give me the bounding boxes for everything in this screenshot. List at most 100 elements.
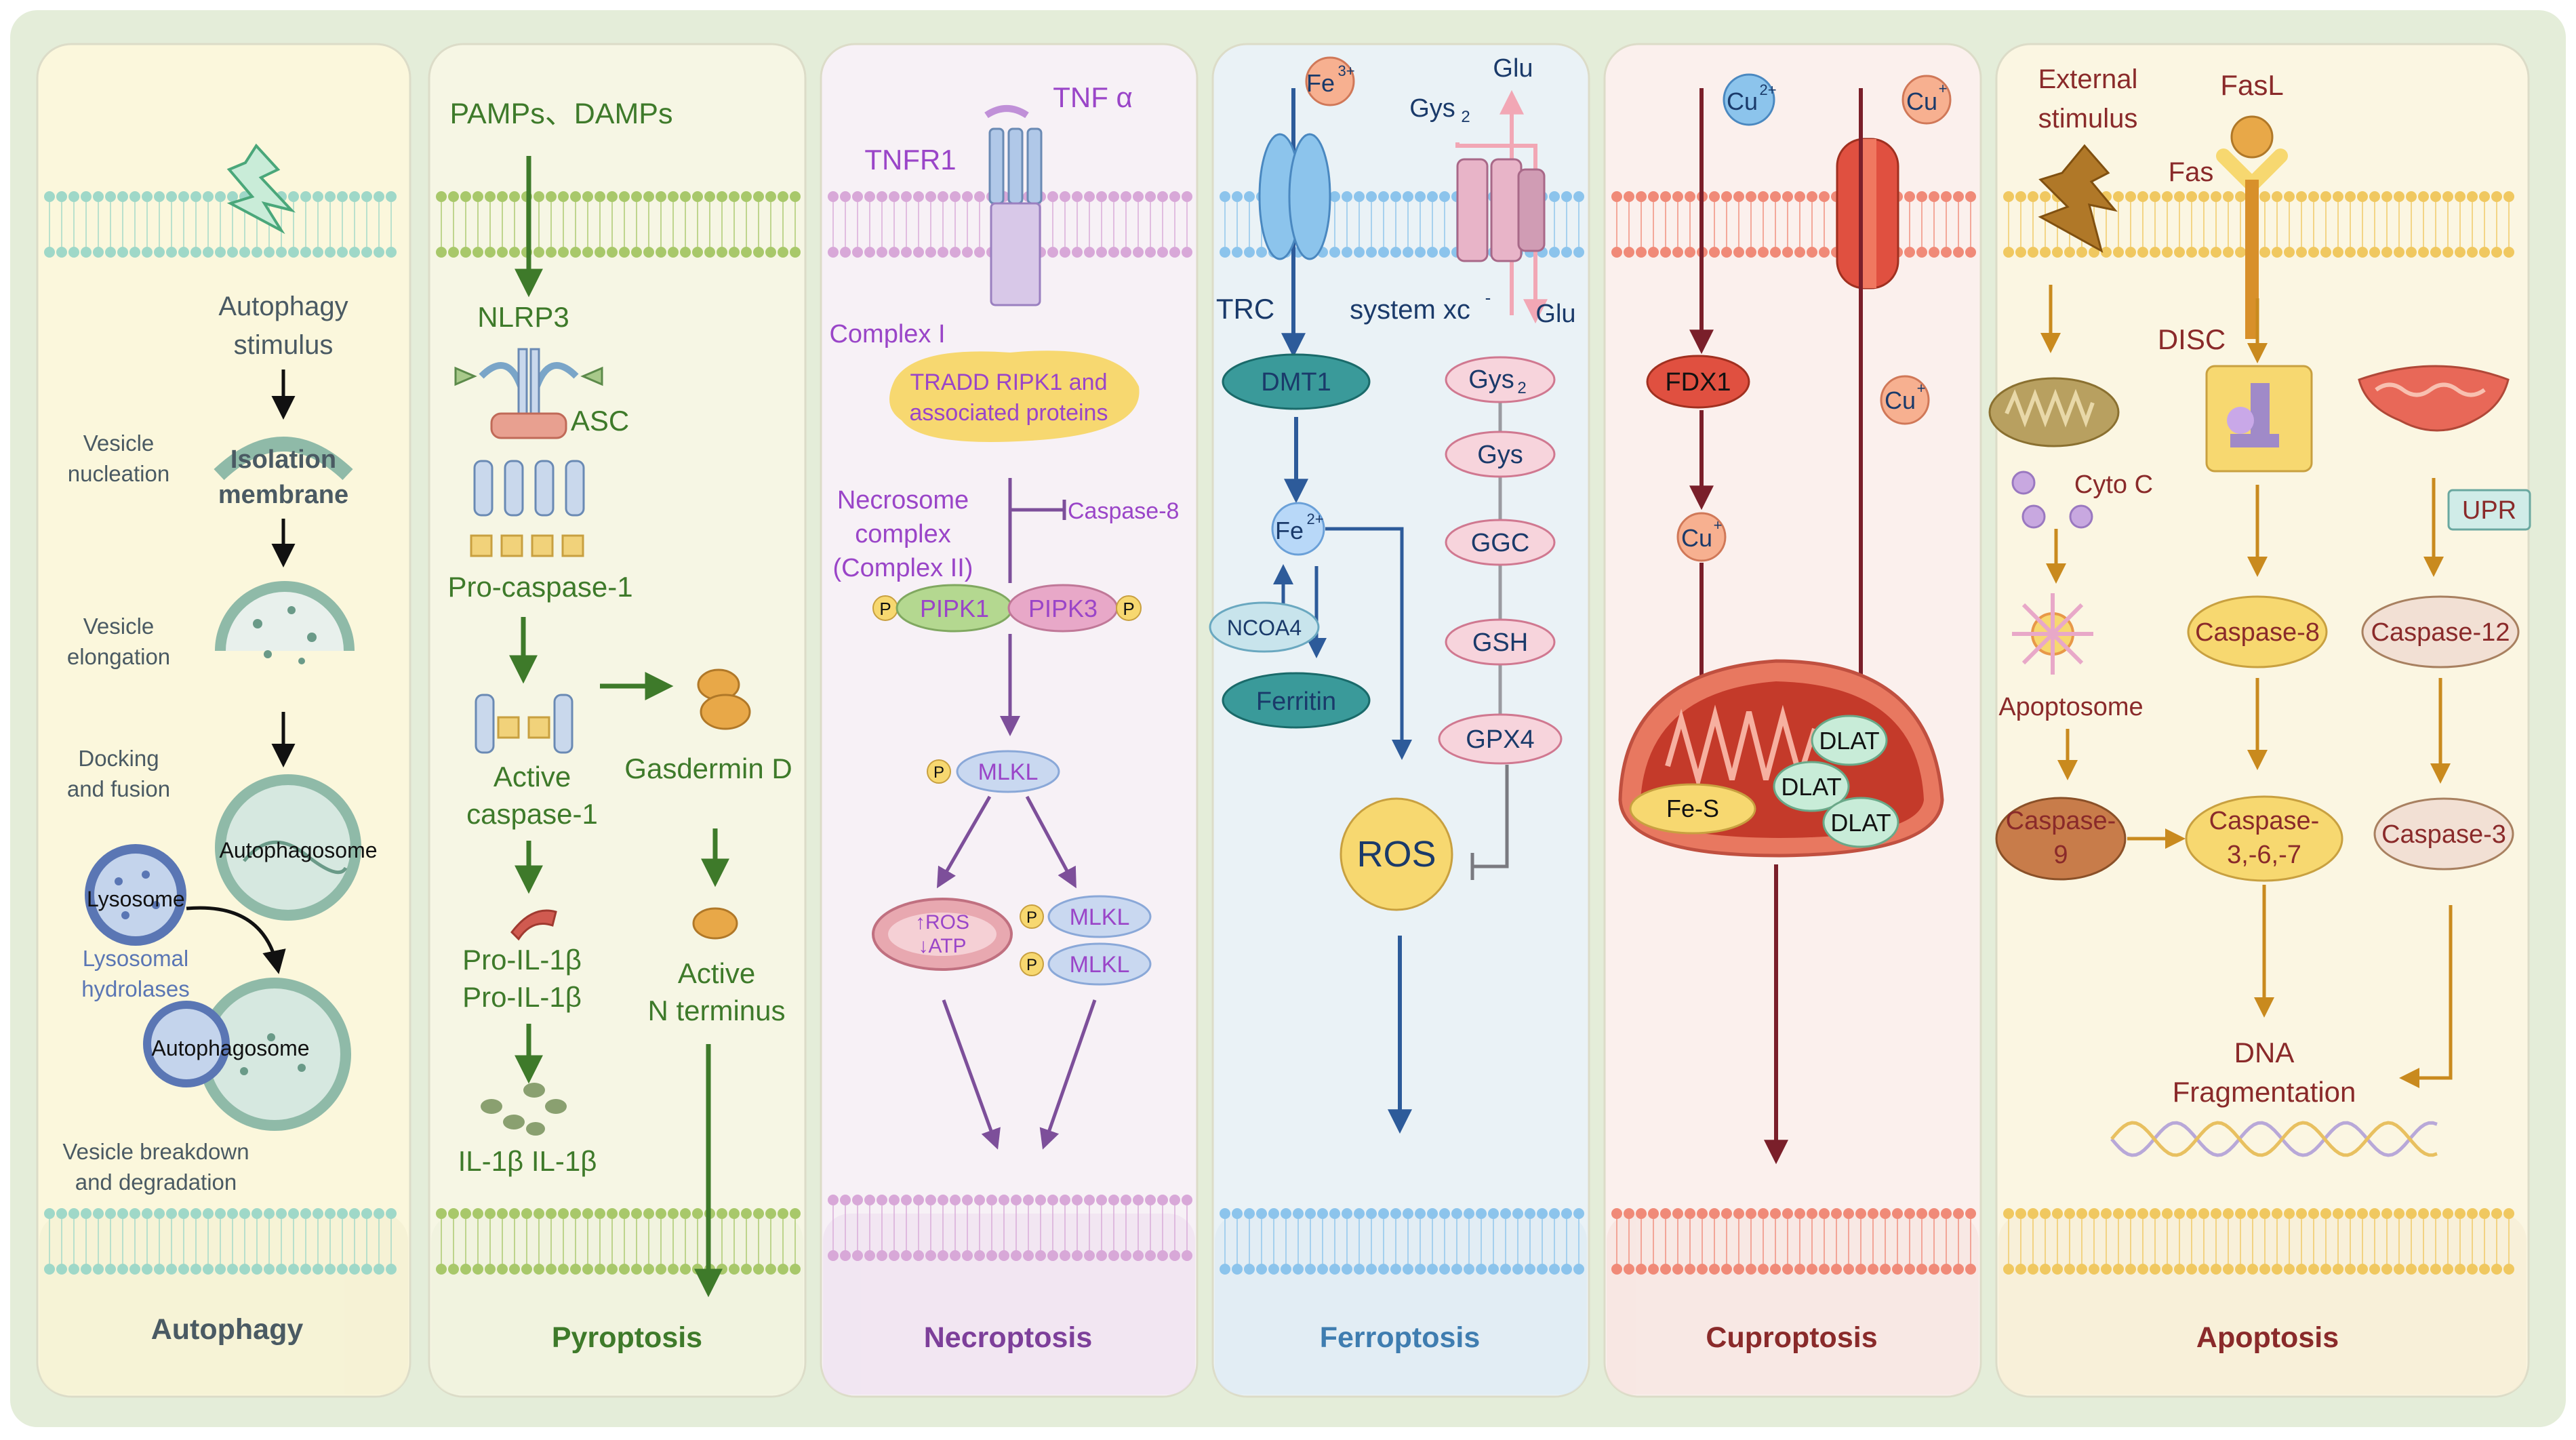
pro-il1b-shape: [510, 909, 557, 941]
ncoa4-shape: [1209, 601, 1320, 653]
fasl-label: FasL: [2220, 69, 2283, 101]
fe3-ion-shape: [1305, 56, 1355, 106]
p-label-1: P: [879, 599, 891, 619]
ros-shape: [1340, 797, 1453, 911]
cu-ion-top-shape: [1901, 75, 1952, 125]
cu-top-sup: +: [1939, 80, 1948, 97]
ncoa4-label: NCOA4: [1227, 616, 1302, 640]
lysosome-shape: [85, 844, 186, 946]
external-stimulus-icon: [2038, 144, 2118, 254]
fe3-base: Fe: [1306, 69, 1335, 97]
asc-label: ASC: [571, 405, 629, 437]
er-shape: [2358, 365, 2510, 432]
gys2-sub: 2: [1517, 379, 1526, 397]
atp-line: ↓ATP: [918, 935, 966, 957]
caspase3-label: Caspase-3: [2381, 820, 2506, 849]
fe2-base: Fe: [1275, 517, 1304, 544]
step-breakdown-line2: and degradation: [75, 1169, 237, 1195]
lipid-bilayer: [1611, 1208, 1976, 1275]
fdx1-label: FDX1: [1665, 368, 1731, 397]
cu-ion-mid-shape: [1880, 375, 1930, 425]
step-elongation-line2: elongation: [67, 644, 170, 669]
cu-ion-low-shape: [1676, 512, 1727, 562]
dlat-label-2: DLAT: [1781, 773, 1841, 801]
autophagosome-shape: [215, 774, 361, 921]
step-elongation-line1: Vesicle: [83, 614, 155, 639]
apoptosome-shape: [2012, 593, 2093, 675]
cu2-ion-shape: [1723, 73, 1775, 126]
caspase8-apo-label: Caspase-8: [2195, 618, 2320, 647]
fes-label: Fe-S: [1666, 795, 1719, 822]
dlat-label-1: DLAT: [1819, 727, 1879, 755]
p-label-5: P: [1026, 956, 1037, 974]
isolation-membrane-line2: membrane: [218, 481, 348, 509]
lysosomal-hydrolases-line2: hydrolases: [81, 976, 190, 1001]
fes-shape: [1629, 783, 1756, 835]
glu-label-top: Glu: [1493, 54, 1533, 83]
dmt1-label: DMT1: [1261, 368, 1331, 397]
upr-label: UPR: [2462, 496, 2516, 525]
lipid-bilayer: [1611, 191, 1976, 258]
dna-line1: DNA: [2234, 1037, 2295, 1068]
caspase12-shape: [2361, 595, 2520, 668]
mitochondrion-apo-shape: [1988, 377, 2120, 447]
ros-line: ↑ROS: [915, 911, 969, 934]
step-docking-line1: Docking: [78, 746, 159, 771]
lysosome-label: Lysosome: [87, 887, 185, 911]
caspase12-label: Caspase-12: [2371, 618, 2510, 647]
nlrp3-label: NLRP3: [477, 301, 569, 333]
necrosome-line3: (Complex II): [833, 554, 973, 582]
upr-box: [2447, 489, 2531, 531]
isolation-membrane-line1: Isolation: [230, 445, 336, 474]
necrosome-line1: Necrosome: [837, 486, 969, 515]
copper-transporter-shape: [1836, 138, 1899, 289]
cu-mid-sup: +: [1917, 380, 1926, 397]
pamps-damps-label: PAMPs、DAMPs: [450, 98, 673, 130]
pro-il1b-line1: Pro-IL-1β: [462, 944, 582, 976]
fasl-shape: [2230, 115, 2274, 159]
caspase9-shape: [1995, 797, 2127, 881]
fe2-ion-shape: [1271, 502, 1325, 556]
gys-label: Gys: [1477, 441, 1523, 469]
caspase9-line1: Caspase-: [2006, 807, 2116, 835]
ros-label: ROS: [1356, 834, 1436, 875]
tradd-complex-shape: [889, 351, 1140, 442]
apoptosome-label: Apoptosome: [1998, 693, 2143, 721]
step-breakdown-line1: Vesicle breakdown: [62, 1139, 249, 1164]
p-label-4: P: [1026, 908, 1037, 927]
lipid-bilayer: [2003, 1208, 2514, 1275]
p-label-2: P: [1123, 599, 1134, 619]
mlkl-shape: [956, 750, 1060, 793]
system-xc-base: system xc: [1350, 295, 1470, 325]
caspase9-line2: 9: [2053, 841, 2068, 869]
tnfa-label: TNF α: [1053, 81, 1133, 113]
mlkl-label-2: MLKL: [1070, 904, 1130, 930]
pro-il1b-line2: Pro-IL-1β: [462, 981, 582, 1013]
caspase3-shape: [2373, 797, 2514, 871]
il1b-label: IL-1β IL-1β: [458, 1145, 597, 1177]
ggc-label: GGC: [1471, 529, 1530, 557]
nlrp3-inflammasome-shape: [454, 348, 603, 557]
dlat-label-3: DLAT: [1830, 809, 1891, 837]
caspase367-line2: 3,-6,-7: [2227, 841, 2301, 869]
active-n-terminus-line1: Active: [678, 957, 755, 989]
tradd-line2: associated proteins: [910, 400, 1108, 426]
fe2-sup: 2+: [1306, 511, 1323, 527]
autophagosome-label-2: Autophagosome: [151, 1036, 309, 1060]
pipk1-label: PIPK1: [920, 595, 989, 622]
external-stimulus-line1: External: [2038, 64, 2138, 94]
complex1-label: Complex I: [829, 320, 945, 348]
gys2-base: Gys: [1468, 365, 1514, 394]
gsh-label: GSH: [1472, 628, 1528, 657]
ferroptosis-title: Ferroptosis: [1320, 1321, 1481, 1354]
tnfr1-label: TNFR1: [864, 144, 956, 176]
cuproptosis-panel: Cu 2+ Cu + FDX1 Cu + Cu + Fe-S DLAT DLAT…: [1618, 73, 1952, 1354]
pyroptosis-title: Pyroptosis: [552, 1321, 702, 1354]
pipk3-label: PIPK3: [1028, 595, 1098, 622]
active-caspase1-line1: Active: [494, 761, 571, 793]
autophagy-stimulus-line2: stimulus: [234, 330, 334, 360]
cu-mid-base: Cu: [1885, 386, 1916, 414]
trc-label: TRC: [1216, 293, 1274, 325]
